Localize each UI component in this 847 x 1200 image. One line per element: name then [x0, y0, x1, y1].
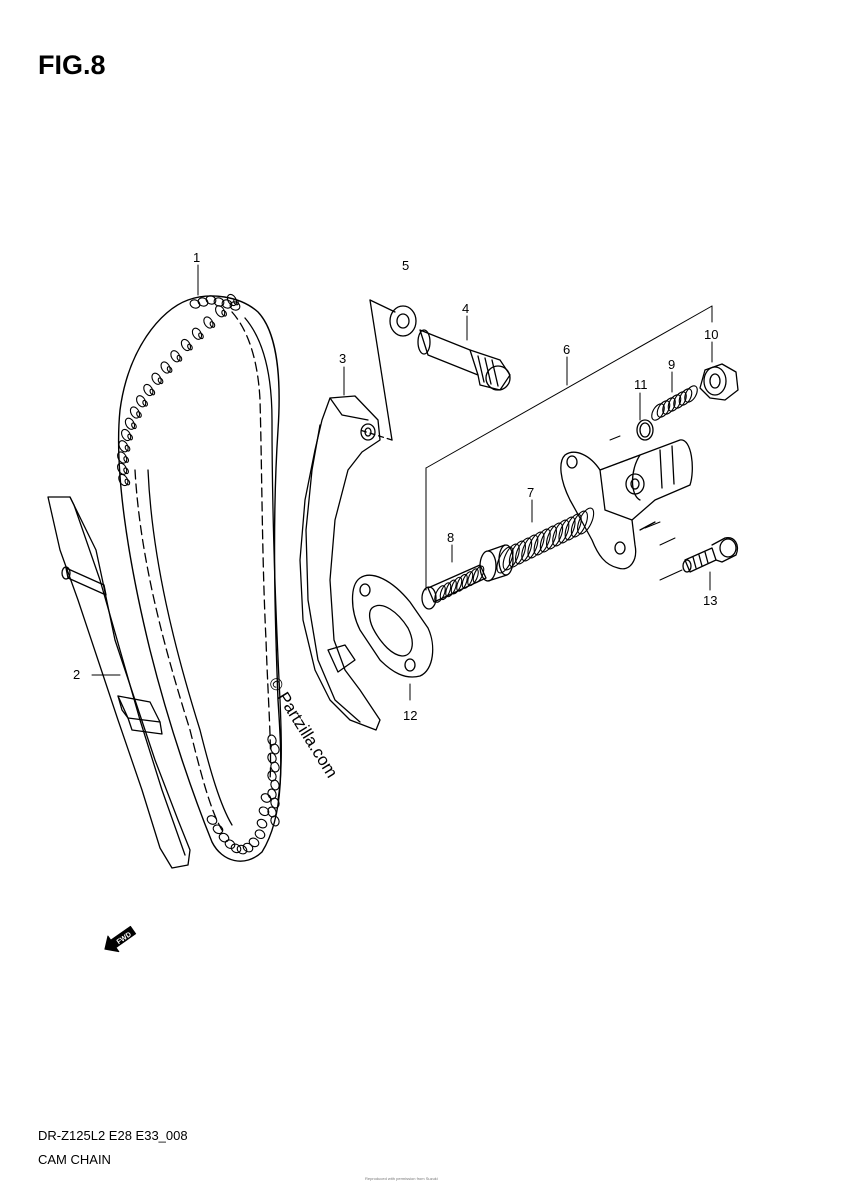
callout-10: 10 — [704, 327, 718, 342]
callout-labels: 1 2 3 4 5 6 7 8 9 10 11 12 13 — [73, 250, 718, 723]
callout-2: 2 — [73, 667, 80, 682]
chain-guide — [47, 496, 191, 869]
model-code: DR-Z125L2 E28 E33_008 — [38, 1128, 188, 1143]
fwd-label: FWD — [116, 931, 133, 946]
callout-1: 1 — [193, 250, 200, 265]
mounting-bolt — [682, 537, 739, 573]
fine-print: Reproduced with permission from Suzuki — [365, 1176, 438, 1181]
callout-9: 9 — [668, 357, 675, 372]
callout-13: 13 — [703, 593, 717, 608]
tensioner-spring — [496, 507, 595, 574]
tensioner-body — [560, 439, 693, 570]
callout-5: 5 — [402, 258, 409, 273]
watermark-text: © Partzilla.com — [265, 674, 342, 781]
callout-8: 8 — [447, 530, 454, 545]
callout-11: 11 — [634, 377, 648, 392]
small-spring — [651, 385, 698, 421]
tensioner-arm — [299, 395, 381, 731]
cam-chain — [116, 293, 282, 862]
figure-title: FIG.8 — [38, 50, 106, 80]
washer — [359, 299, 417, 441]
callout-6: 6 — [563, 342, 570, 357]
callout-7: 7 — [527, 485, 534, 500]
section-name: CAM CHAIN — [38, 1152, 111, 1167]
callout-4: 4 — [462, 301, 469, 316]
cap-bolt — [699, 363, 739, 401]
pivot-bolt — [417, 329, 511, 391]
leader-lines — [91, 264, 713, 701]
callout-3: 3 — [339, 351, 346, 366]
callout-12: 12 — [403, 708, 417, 723]
tensioner-push-rod — [421, 544, 514, 610]
gasket — [351, 574, 434, 678]
o-ring — [636, 419, 654, 441]
fwd-arrow-icon: FWD — [104, 925, 137, 953]
